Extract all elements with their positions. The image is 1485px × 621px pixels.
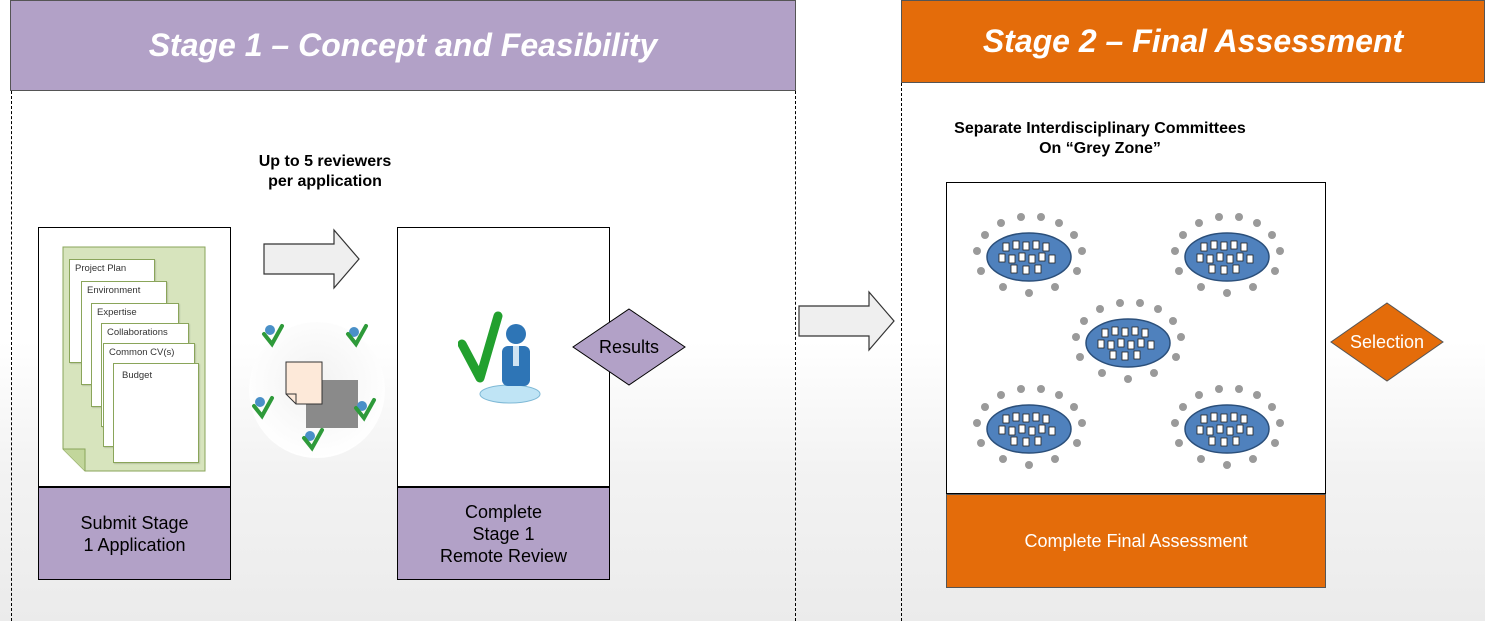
stage2-title: Stage 2 – Final Assessment (982, 23, 1404, 59)
document-page-6: Budget (113, 363, 199, 463)
review-line2: Stage 1 (472, 523, 535, 544)
document-label-1: Project Plan (75, 263, 127, 274)
review-line1: Complete (464, 501, 543, 522)
reviewers-caption-line1: Up to 5 reviewers (258, 153, 392, 170)
arrow-right-icon (263, 228, 360, 290)
committee-tables-icon (972, 212, 1285, 470)
document-label-6: Budget (122, 370, 153, 381)
selection-label: Selection (1349, 331, 1425, 352)
stage1-left-border (11, 91, 12, 621)
approved-reviewer-icon (458, 311, 541, 404)
reviewers-caption-line2: per application (268, 173, 382, 190)
stage1-right-border (795, 91, 796, 621)
stage1-header: Stage 1 – Concept and Feasibility (10, 0, 796, 91)
submit-application-step: Submit Stage 1 Application (38, 487, 231, 580)
stage2-left-border (901, 83, 902, 621)
selection-diamond (1330, 302, 1444, 382)
results-label: Results (598, 336, 660, 357)
stage1-title: Stage 1 – Concept and Feasibility (148, 27, 658, 63)
remote-review-panel (397, 227, 610, 487)
stage-transition-arrow-icon (798, 290, 895, 352)
committees-caption: Separate Interdisciplinary Committees On… (930, 119, 1270, 159)
reviewers-caption: Up to 5 reviewers per application (180, 152, 470, 192)
application-panel: Project Plan Environment Expertise Colla… (38, 227, 231, 487)
results-diamond (572, 308, 686, 386)
remote-review-step: Complete Stage 1 Remote Review (397, 487, 610, 580)
committees-panel (946, 182, 1326, 494)
document-label-4: Collaborations (107, 327, 168, 338)
submit-line2: 1 Application (83, 534, 186, 555)
document-label-3: Expertise (97, 307, 137, 318)
document-label-5: Common CV(s) (109, 347, 175, 358)
document-label-2: Environment (87, 285, 141, 296)
committees-caption-line2: On “Grey Zone” (1039, 140, 1161, 157)
final-assessment-step: Complete Final Assessment (946, 494, 1326, 588)
final-assessment-label: Complete Final Assessment (1024, 530, 1248, 551)
committees-caption-line1: Separate Interdisciplinary Committees (954, 120, 1246, 137)
stage2-header: Stage 2 – Final Assessment (901, 0, 1485, 83)
submit-line1: Submit Stage (80, 512, 189, 533)
reviewers-circle-icon (249, 322, 385, 458)
review-line3: Remote Review (439, 545, 568, 566)
